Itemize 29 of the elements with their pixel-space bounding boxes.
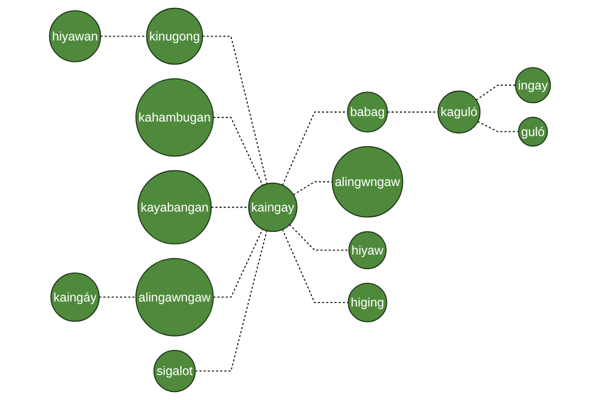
node-circle: ingay <box>514 67 551 104</box>
node-circle: sigalot <box>153 350 196 392</box>
node-circle: alingwngaw <box>332 146 404 218</box>
connector <box>293 181 332 196</box>
node-circle: kaingáy <box>50 272 100 322</box>
connector <box>282 112 348 186</box>
node-circle: babag <box>347 92 388 133</box>
node-circle: kahambugan <box>135 78 214 157</box>
node-circle: guló <box>518 116 548 147</box>
connector <box>387 112 438 113</box>
node-circle: kayabangan <box>137 170 212 244</box>
node-circle: hiyaw <box>348 231 387 270</box>
node-circle: higing <box>348 282 388 322</box>
node-circle: kaguló <box>438 90 481 134</box>
connector <box>289 224 349 251</box>
connector <box>213 228 264 298</box>
connector <box>478 121 519 132</box>
node-circle: kaingay <box>248 182 298 232</box>
connector <box>99 296 136 298</box>
node-circle: hiyawan <box>49 10 102 62</box>
connector <box>195 230 268 372</box>
node-circle: alingawngaw <box>135 258 214 336</box>
connector <box>213 116 264 186</box>
connector <box>100 36 147 37</box>
connector <box>476 84 516 101</box>
connector <box>202 36 268 184</box>
connector <box>282 229 348 304</box>
connector <box>211 206 249 208</box>
node-circle: kinugong <box>146 8 204 65</box>
